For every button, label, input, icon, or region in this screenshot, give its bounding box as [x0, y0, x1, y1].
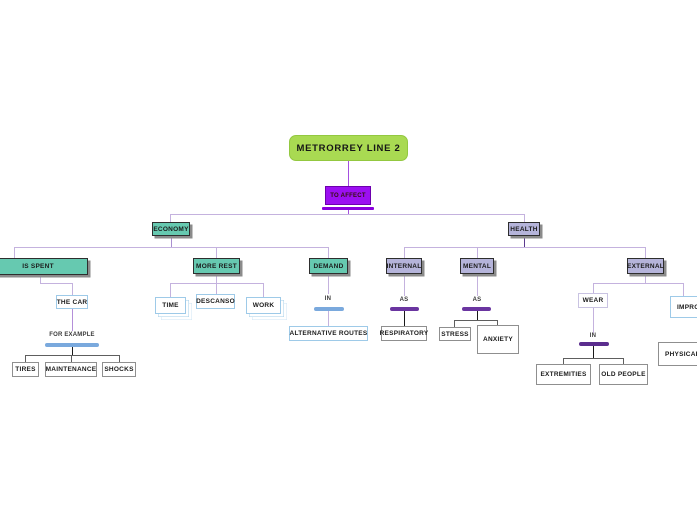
underline-bar — [390, 307, 419, 311]
connector — [347, 161, 349, 186]
node-external[interactable]: EXTERNAL — [627, 258, 664, 274]
connector — [72, 283, 74, 295]
connector — [404, 310, 406, 326]
underline-bar — [314, 307, 344, 311]
connector — [645, 274, 647, 283]
connector — [563, 358, 565, 364]
connector — [72, 347, 74, 355]
node-maintenance[interactable]: MAINTENANCE — [45, 362, 97, 377]
connector — [170, 214, 172, 223]
node-anxiety[interactable]: ANXIETY — [477, 325, 519, 354]
connector — [477, 310, 479, 320]
connector — [14, 247, 16, 258]
connector — [645, 247, 647, 258]
connector — [328, 274, 330, 294]
connector — [25, 355, 27, 362]
node-more-rest[interactable]: MORE REST — [193, 258, 240, 274]
connector — [477, 247, 479, 258]
underline-bar — [579, 342, 609, 346]
node-extremities[interactable]: EXTREMITIES — [536, 364, 591, 385]
connector — [71, 355, 73, 362]
connector — [404, 274, 406, 296]
link-label-in-demand[interactable]: IN — [324, 296, 332, 302]
connector — [72, 309, 74, 331]
node-tires[interactable]: TIRES — [12, 362, 39, 377]
node-respiratory[interactable]: RESPIRATORY — [380, 326, 428, 341]
connector — [263, 283, 265, 297]
connector — [216, 247, 218, 258]
node-health[interactable]: HEALTH — [508, 222, 540, 236]
connector — [593, 345, 595, 358]
connector — [497, 320, 499, 325]
node-alternative-routes[interactable]: ALTERNATIVE ROUTES — [289, 326, 368, 341]
connector — [477, 274, 479, 296]
connector — [328, 247, 330, 258]
connector — [623, 358, 625, 364]
link-label-in-wear[interactable]: IN — [589, 333, 597, 339]
connector — [593, 283, 595, 293]
connector — [454, 320, 498, 322]
connector — [404, 247, 645, 249]
connector — [563, 358, 623, 360]
node-to-affect[interactable]: TO AFFECT — [325, 186, 371, 205]
connector — [171, 236, 173, 247]
node-work[interactable]: WORK — [246, 297, 281, 314]
node-shocks[interactable]: SHOCKS — [102, 362, 136, 377]
node-the-car[interactable]: THE CAR — [56, 295, 88, 309]
link-label-as-mental[interactable]: AS — [472, 297, 482, 303]
node-time[interactable]: TIME — [155, 297, 186, 314]
connector — [216, 274, 218, 283]
connector — [14, 247, 328, 249]
node-descanso[interactable]: DESCANSO — [196, 294, 235, 309]
connector — [216, 283, 218, 294]
node-physical[interactable]: PHYSICAL — [658, 342, 697, 366]
node-mental[interactable]: MENTAL — [460, 258, 494, 274]
link-label-for-example[interactable]: FOR EXAMPLE — [49, 332, 95, 338]
node-improvement[interactable]: IMPROV — [670, 296, 697, 318]
connector — [404, 247, 406, 258]
connector — [119, 355, 121, 362]
underline-bar — [45, 343, 99, 347]
connector — [593, 283, 683, 285]
connector — [40, 275, 42, 283]
node-old-people[interactable]: OLD PEOPLE — [599, 364, 648, 385]
connector — [170, 214, 525, 216]
node-title[interactable]: METRORREY LINE 2 — [289, 135, 408, 161]
connector — [347, 210, 349, 215]
connector — [593, 308, 595, 333]
connector — [524, 236, 526, 247]
connector — [328, 310, 330, 326]
underline-bar — [462, 307, 491, 311]
node-internal[interactable]: INTERNAL — [386, 258, 422, 274]
connector — [170, 283, 172, 297]
node-economy[interactable]: ECONOMY — [152, 222, 190, 236]
link-label-as-internal[interactable]: AS — [399, 297, 409, 303]
connector — [524, 214, 526, 223]
node-is-spent[interactable]: IS SPENT — [0, 258, 88, 275]
connector — [40, 283, 73, 285]
node-stress[interactable]: STRESS — [439, 327, 471, 341]
node-demand[interactable]: DEMAND — [309, 258, 348, 274]
root-underline-bar — [322, 206, 374, 210]
connector — [454, 320, 456, 327]
connector — [683, 283, 685, 296]
node-wear[interactable]: WEAR — [578, 293, 608, 308]
